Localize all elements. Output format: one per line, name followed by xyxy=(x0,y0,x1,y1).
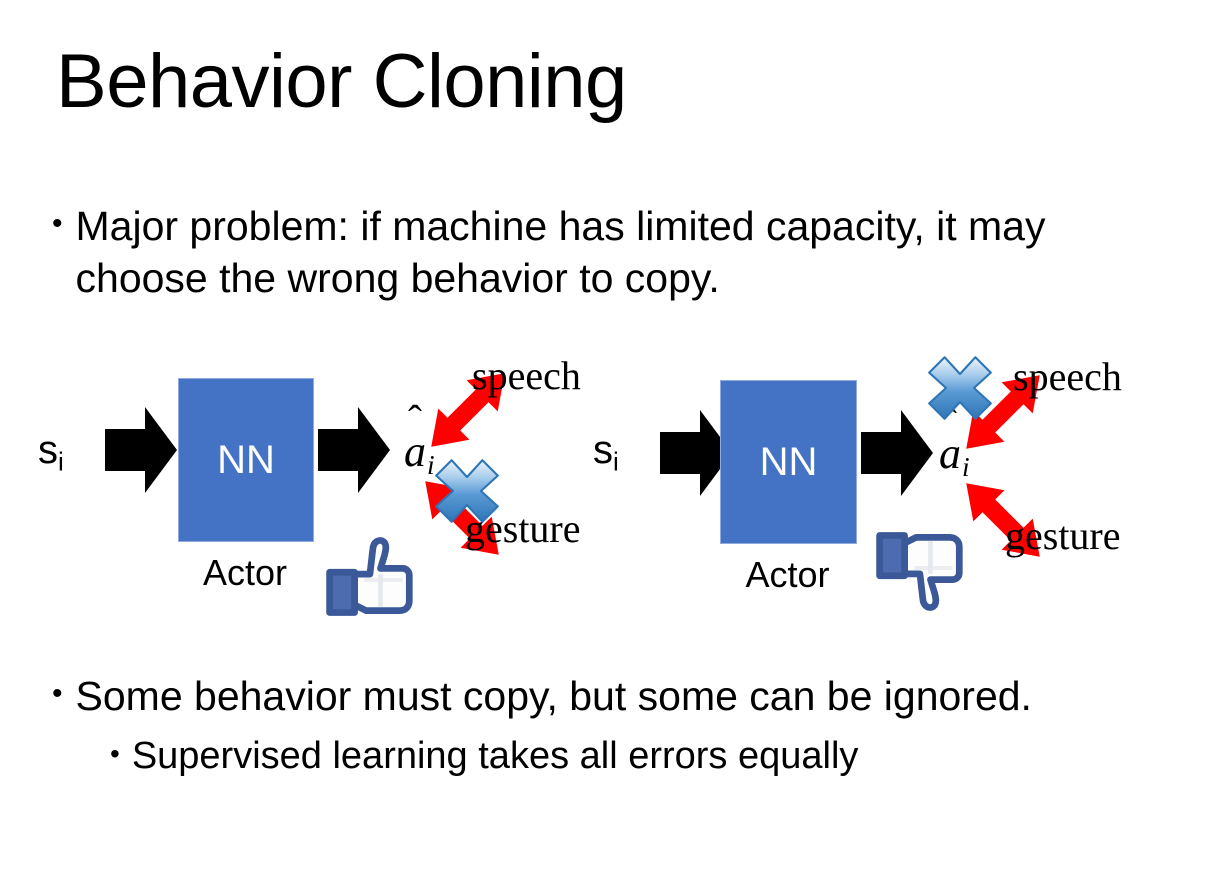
actor-label-left: Actor xyxy=(202,552,288,593)
bullet-bottom-level2: • Supervised learning takes all errors e… xyxy=(110,732,1160,781)
bullet-top-problem: • Major problem: if machine has limited … xyxy=(52,200,1132,305)
speech-arrow-icon-right xyxy=(943,352,1063,472)
bullet-marker-icon: • xyxy=(52,677,63,710)
page-title: Behavior Cloning xyxy=(56,39,627,124)
thumbs-up-icon-left xyxy=(320,530,416,626)
bullet-bottom-level1-text: Some behavior must copy, but some can be… xyxy=(75,673,1032,719)
nn-box-label-right: NN xyxy=(759,439,818,484)
diagram-right-wrong-behavior: si NN Actor ̂ai xyxy=(565,330,1165,640)
input-arrow-icon-left xyxy=(105,405,177,495)
action-subscript: i xyxy=(427,450,435,481)
actor-label-right: Actor xyxy=(745,554,830,595)
output-label-speech-right: speech xyxy=(1013,354,1122,399)
cross-out-x-icon-left xyxy=(432,456,502,526)
output-label-gesture-right: gesture xyxy=(1005,513,1121,558)
state-subscript: i xyxy=(613,446,619,477)
state-symbol: s xyxy=(38,428,58,472)
bullet-marker-icon: • xyxy=(110,738,120,769)
nn-box-label-left: NN xyxy=(217,437,275,482)
state-subscript: i xyxy=(58,446,64,477)
bullet-bottom-level1: • Some behavior must copy, but some can … xyxy=(52,670,1162,722)
diagram-left-correct-behavior: si NN Actor ̂ai xyxy=(10,330,610,640)
action-symbol: a xyxy=(404,427,426,476)
input-arrow-icon-right xyxy=(660,408,732,498)
state-symbol: s xyxy=(593,428,613,472)
nn-box-right: NN xyxy=(720,380,857,544)
bullet-top-text: Major problem: if machine has limited ca… xyxy=(75,203,1046,302)
gesture-arrow-icon-right xyxy=(943,460,1063,580)
action-subscript: i xyxy=(962,452,970,483)
state-label-right: si xyxy=(593,428,619,477)
output-label-speech-left: speech xyxy=(472,353,581,398)
state-label-left: si xyxy=(38,428,64,477)
nn-box-left: NN xyxy=(178,378,314,542)
thumbs-down-icon-right xyxy=(870,522,966,618)
speech-arrow-icon-left xyxy=(408,350,528,470)
bullet-bottom-level2-text: Supervised learning takes all errors equ… xyxy=(131,735,859,777)
cross-out-x-icon-right xyxy=(925,353,995,423)
action-label-left: ̂ai xyxy=(404,426,435,481)
output-arrow-icon-right xyxy=(861,408,933,498)
bullet-marker-icon: • xyxy=(52,207,63,240)
action-label-right: ̂ai xyxy=(939,428,970,483)
action-symbol: a xyxy=(939,429,961,478)
output-arrow-icon-left xyxy=(318,405,390,495)
